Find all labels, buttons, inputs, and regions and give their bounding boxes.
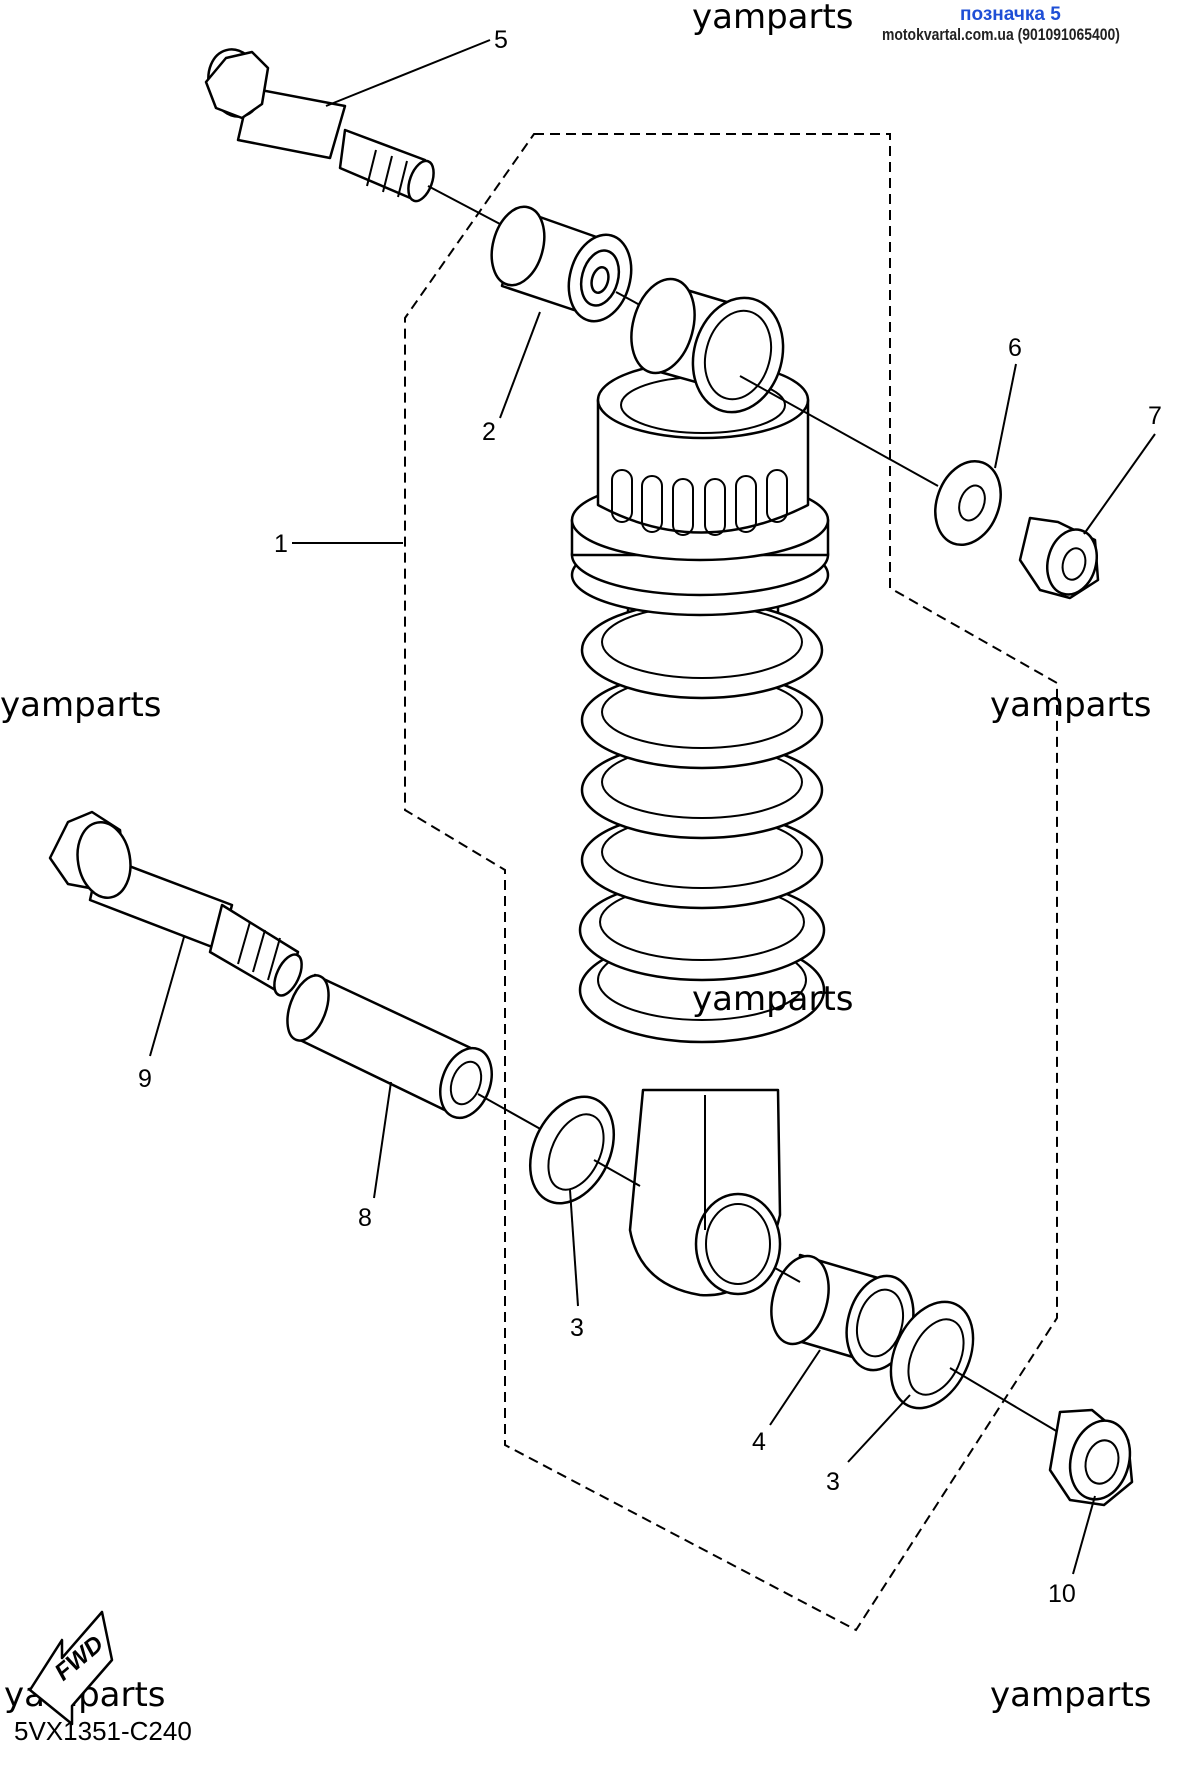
callout-1: 1	[274, 530, 288, 558]
callout-7: 7	[1148, 402, 1162, 430]
callout-3-left: 3	[570, 1314, 584, 1342]
shock-absorber[interactable]	[570, 272, 830, 1297]
leader-lines	[149, 39, 1156, 1575]
callout-3-right: 3	[826, 1468, 840, 1496]
collar[interactable]	[279, 970, 500, 1125]
upper-bolt[interactable]	[201, 43, 438, 204]
callout-9: 9	[138, 1065, 152, 1093]
assembly-boundary	[404, 133, 1058, 1632]
upper-nut[interactable]	[1018, 516, 1104, 600]
upper-bushing[interactable]	[483, 201, 640, 328]
callout-6: 6	[1008, 334, 1022, 362]
watermark-right: yamparts	[990, 685, 1152, 725]
callout-5: 5	[494, 26, 508, 54]
callout-8: 8	[358, 1204, 372, 1232]
diagram-code: 5VX1351-C240	[14, 1716, 192, 1746]
source-caption: motokvartal.com.ua (901091065400)	[882, 25, 1120, 44]
bookmark-link[interactable]: позначка 5	[960, 4, 1061, 25]
callout-10: 10	[1048, 1580, 1076, 1608]
callout-4: 4	[752, 1428, 766, 1456]
lower-seal-left[interactable]	[514, 1083, 630, 1217]
coil-spring	[578, 600, 826, 1044]
callout-2: 2	[482, 418, 496, 446]
watermark-left: yamparts	[0, 685, 162, 725]
lower-nut[interactable]	[1048, 1408, 1138, 1507]
bearing[interactable]	[762, 1250, 923, 1378]
washer[interactable]	[924, 452, 1012, 554]
watermark-top: yamparts	[692, 0, 854, 37]
lower-seal-right[interactable]	[875, 1289, 989, 1422]
cage-slots	[611, 469, 788, 536]
watermark-bottom-right: yamparts	[990, 1675, 1152, 1715]
watermark-center: yamparts	[692, 979, 854, 1019]
lower-bolt[interactable]	[48, 810, 307, 1000]
